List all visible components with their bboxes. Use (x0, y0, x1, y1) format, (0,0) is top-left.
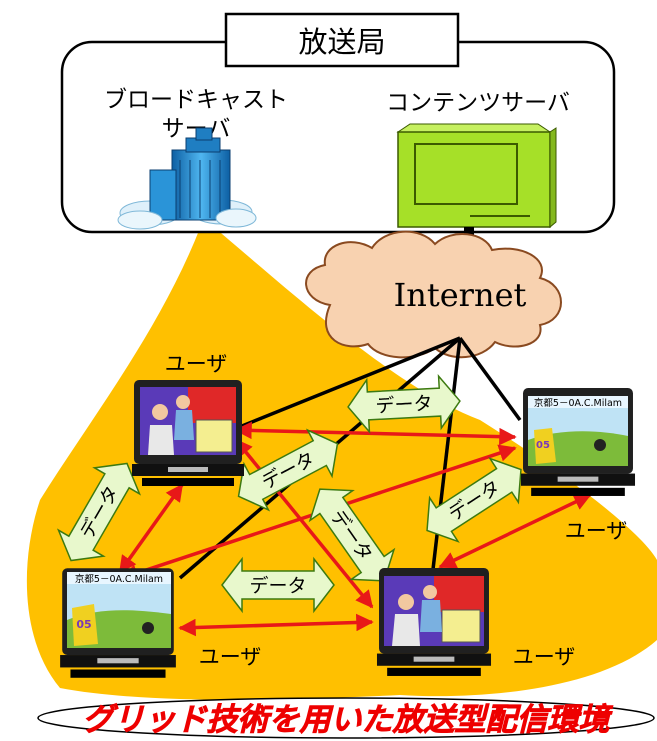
jersey-number-bottom-left: 05 (76, 618, 91, 631)
crt-monitor-icon (140, 387, 236, 455)
user-terminal-right: 京都5－0A.C.Milam 05 (520, 388, 636, 496)
internet-label: Internet (394, 276, 527, 314)
user-terminal-bottom-left: 京都5－0A.C.Milam 05 (60, 568, 176, 678)
footer-title: グリッド技術を用いた放送型配信環境 (83, 702, 614, 738)
data-arrow-top: データ (347, 373, 461, 435)
broadcast-server-label: ブロードキャスト (104, 87, 288, 113)
office-building-icon (117, 127, 257, 230)
jersey-number-right: 05 (536, 440, 550, 451)
user-label-bottom-left: ユーザ (199, 645, 262, 669)
data-arrow-bottom: データ (221, 556, 335, 614)
computer-server-icon (396, 123, 557, 229)
match-caption-bottom-left: 京都5－0A.C.Milam (75, 573, 163, 585)
user-terminal-bottom-center (376, 568, 492, 676)
user-label-right: ユーザ (565, 519, 628, 543)
svg-text:データ: データ (249, 575, 306, 597)
footer-ellipse (37, 697, 655, 739)
svg-text:データ: データ (375, 393, 433, 418)
match-caption-right: 京都5－0A.C.Milam (534, 397, 622, 409)
content-server-label: コンテンツサーバ (386, 90, 570, 116)
station-title: 放送局 (298, 25, 385, 59)
user-label-bottom-center: ユーザ (513, 645, 576, 669)
user-label-top-left: ユーザ (165, 352, 228, 376)
station-title-box (224, 12, 460, 68)
user-terminal-top-left (132, 380, 244, 486)
